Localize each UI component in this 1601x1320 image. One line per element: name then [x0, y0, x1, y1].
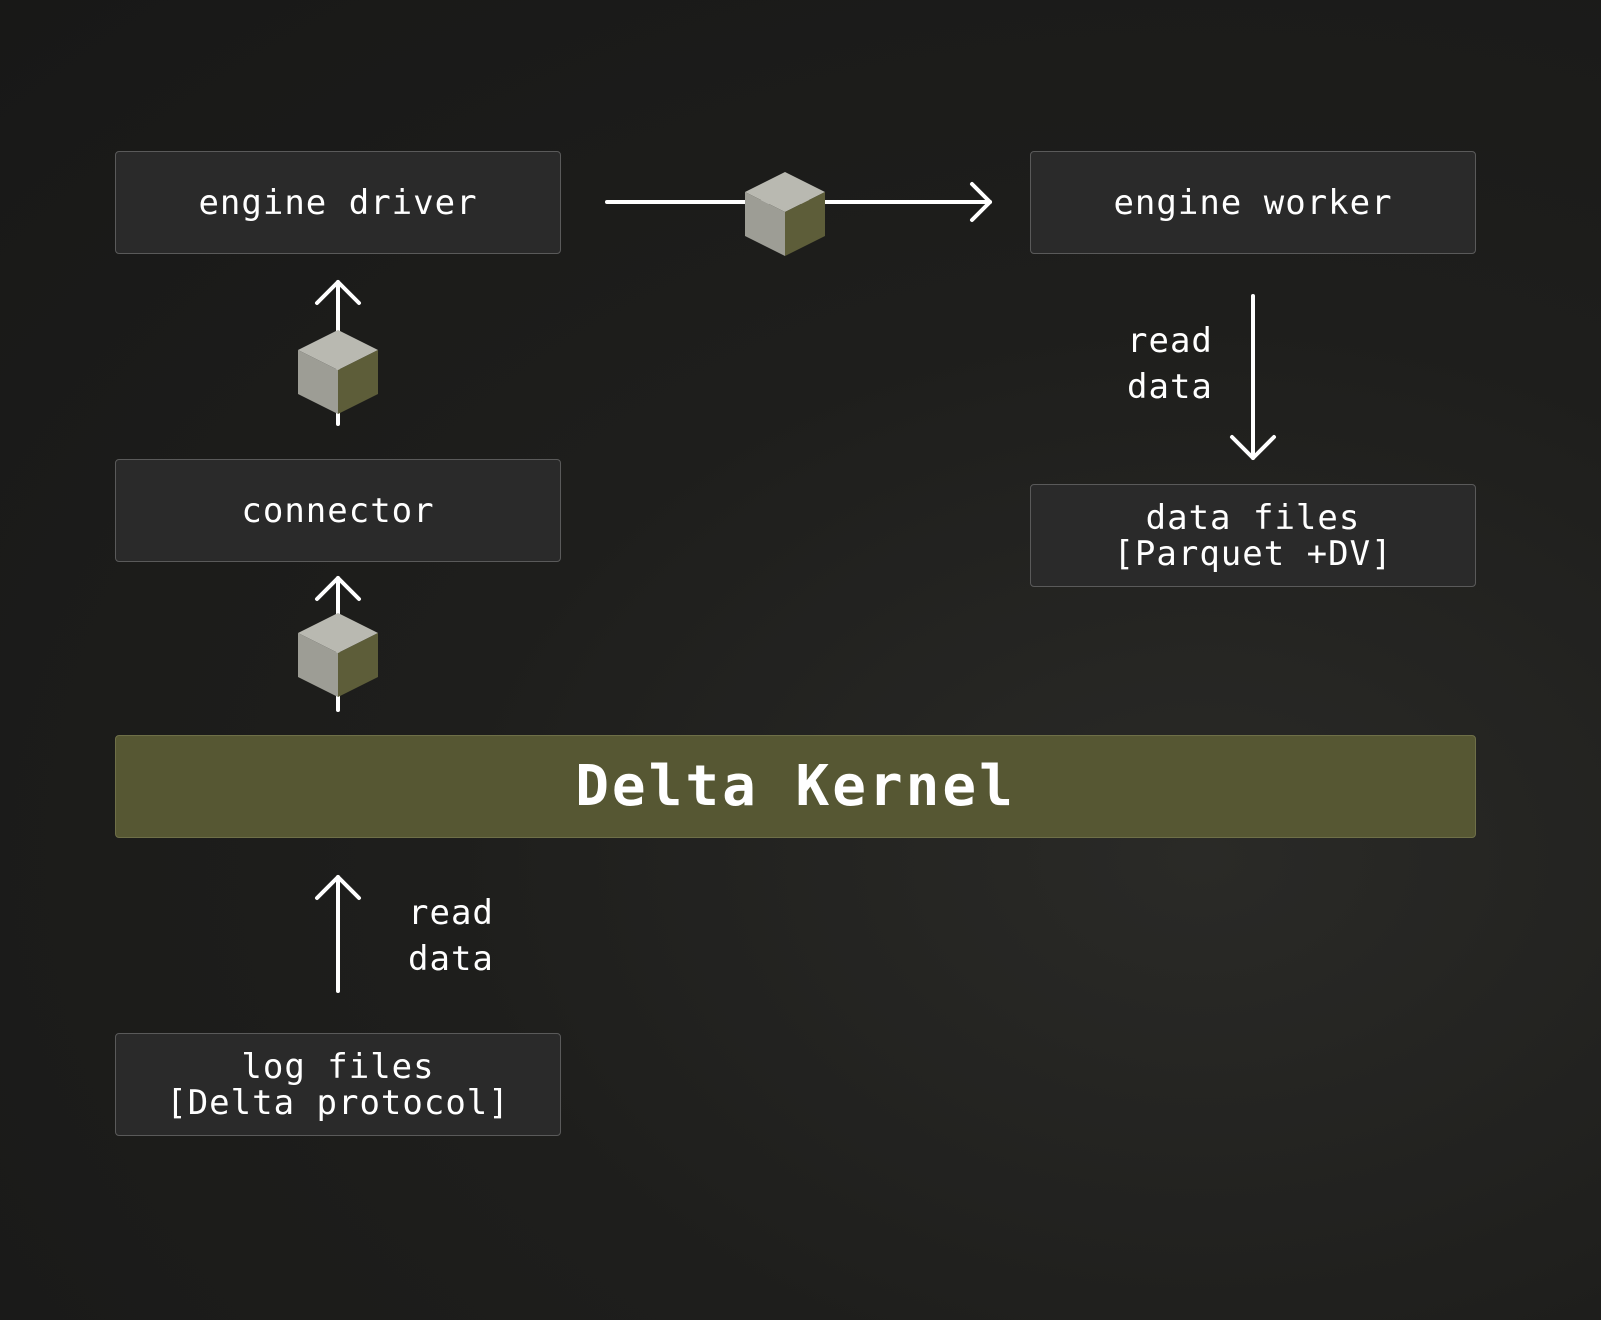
worker-read-data-label: read data — [1127, 318, 1213, 410]
data-files-label-line1: data files — [1145, 497, 1361, 538]
cube-icon-connector-driver — [298, 330, 378, 414]
log-files-to-kernel-arrow — [315, 875, 361, 993]
engine-worker-label: engine worker — [1113, 182, 1393, 223]
worker-to-data-files-arrow — [1230, 294, 1276, 460]
log-read-label-line1: read — [408, 893, 494, 933]
connector-box: connector — [115, 459, 561, 562]
log-files-label-line2: [Delta protocol] — [166, 1082, 510, 1123]
log-files-box: log files [Delta protocol] — [115, 1033, 561, 1136]
cube-icon-kernel-connector — [298, 613, 378, 697]
delta-kernel-label: Delta Kernel — [575, 754, 1016, 819]
log-read-label-line2: data — [408, 939, 494, 979]
cube-icon-driver-worker — [745, 172, 825, 256]
worker-read-label-line1: read — [1127, 321, 1213, 361]
delta-kernel-bar: Delta Kernel — [115, 735, 1476, 838]
worker-read-label-line2: data — [1127, 367, 1213, 407]
data-files-box: data files [Parquet +DV] — [1030, 484, 1476, 587]
engine-driver-label: engine driver — [198, 182, 478, 223]
connector-label: connector — [241, 490, 435, 531]
data-files-label-line2: [Parquet +DV] — [1113, 533, 1393, 574]
log-files-label-line1: log files — [241, 1046, 435, 1087]
engine-driver-box: engine driver — [115, 151, 561, 254]
engine-worker-box: engine worker — [1030, 151, 1476, 254]
log-read-data-label: read data — [408, 890, 494, 982]
